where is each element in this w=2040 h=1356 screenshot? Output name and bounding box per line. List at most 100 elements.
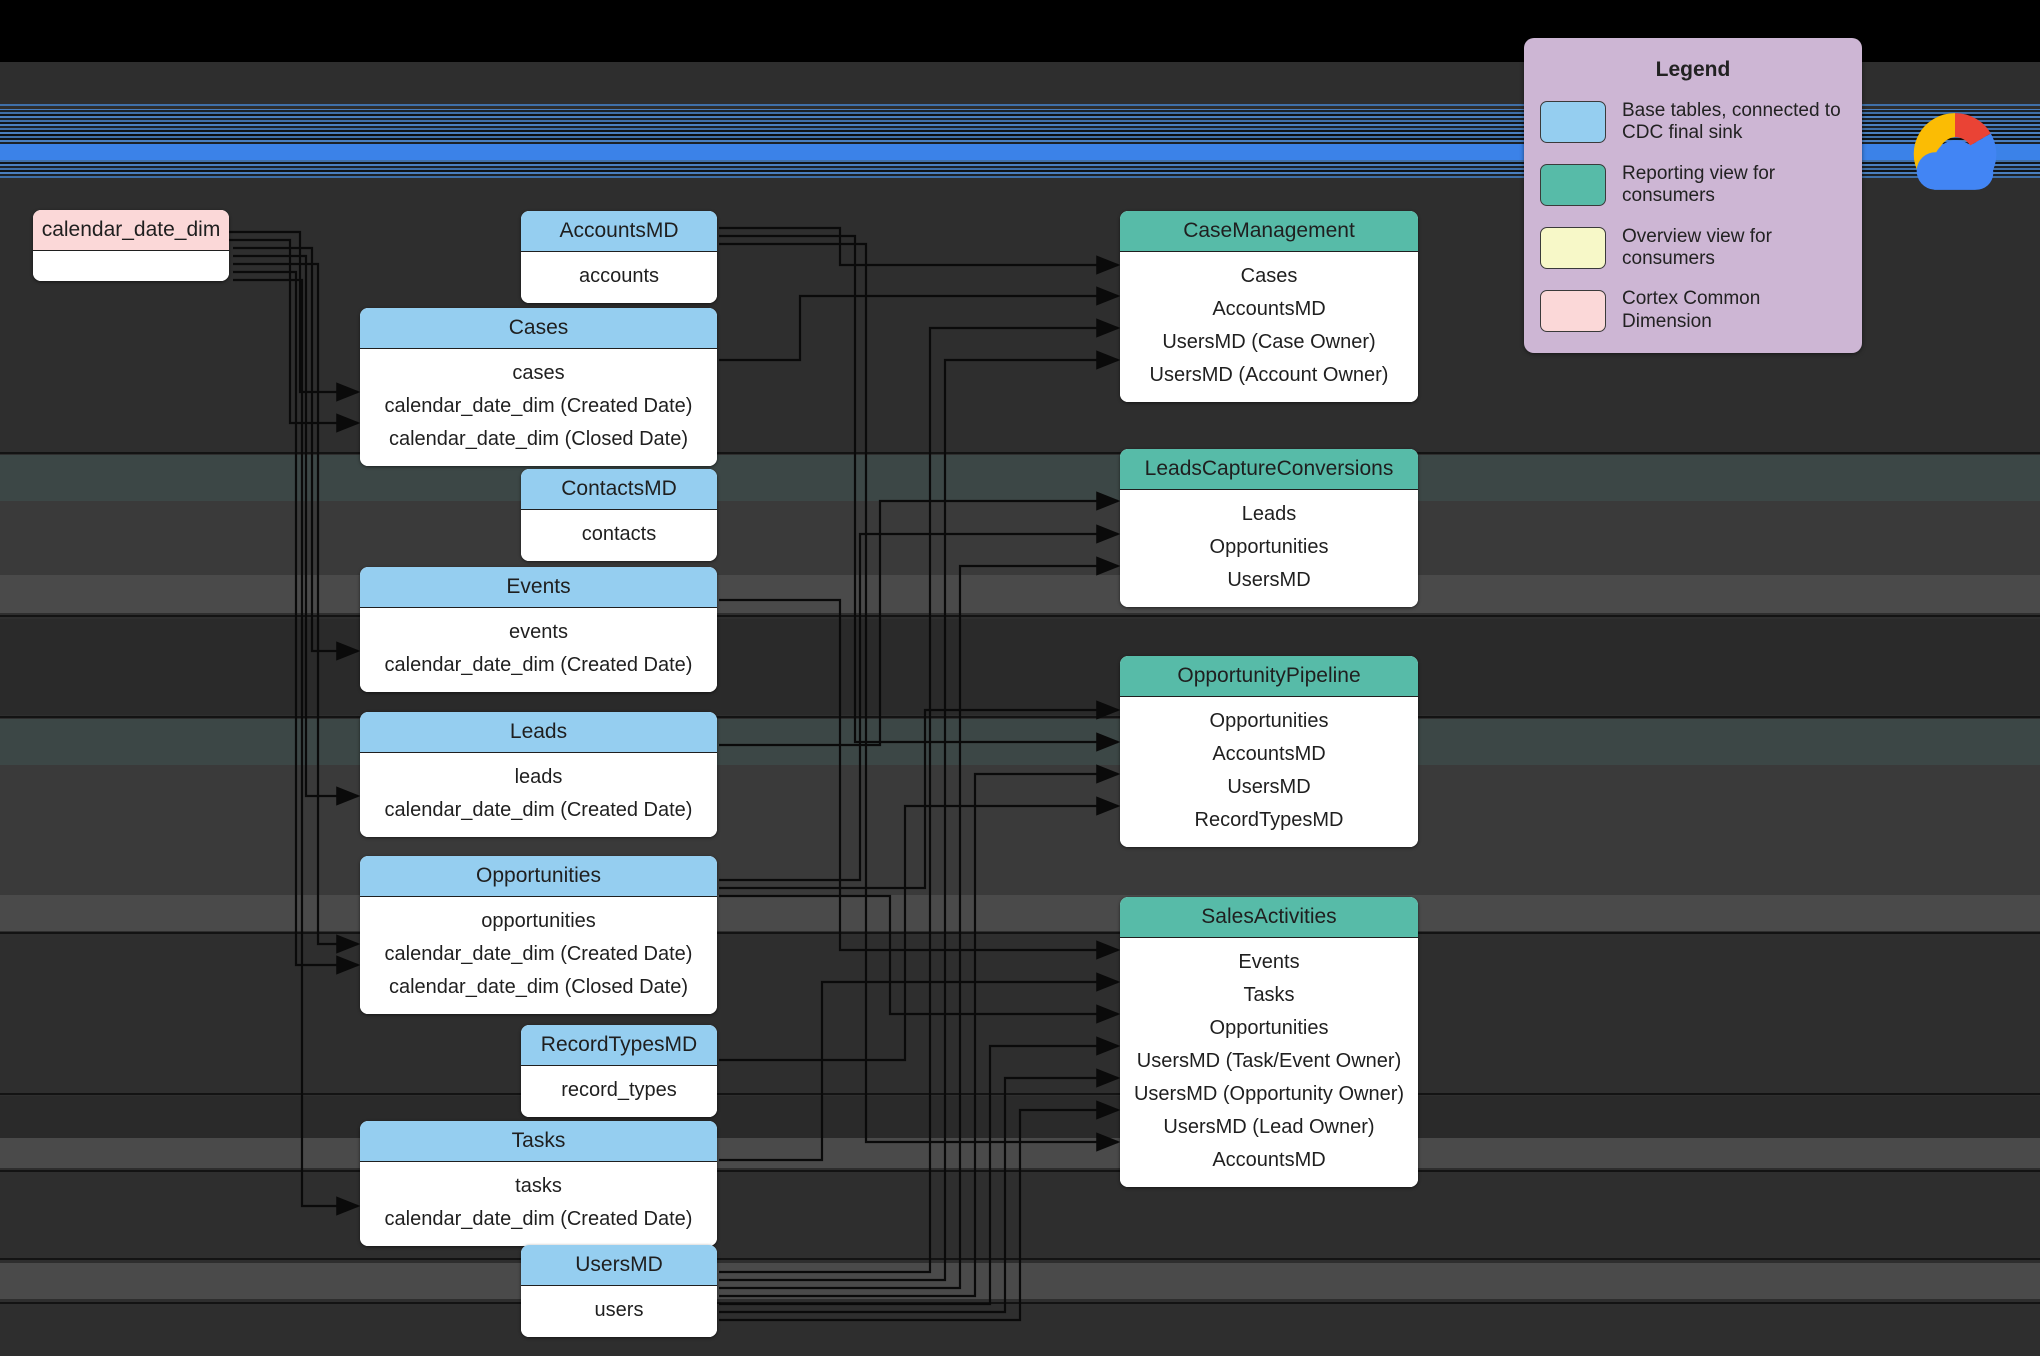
legend-rows: Base tables, connected to CDC final sink… [1540,100,1846,333]
entity-title: Leads [360,712,717,753]
entity-body: contacts [521,510,717,561]
entity-field: RecordTypesMD [1194,809,1344,831]
legend-item-reporting-view: Reporting view for consumers [1540,163,1846,208]
background-band [0,1138,2040,1168]
background-band [0,719,2040,765]
legend-title: Legend [1655,58,1731,81]
legend-label: Reporting view for consumers [1622,162,1776,207]
entity-body: users [521,1286,717,1337]
entity-field: accounts [578,265,660,287]
entity-field: UsersMD (Opportunity Owner) [1133,1083,1405,1105]
entity-title: AccountsMD [521,211,717,252]
background-rule [0,932,2040,934]
entity-field: calendar_date_dim (Closed Date) [388,976,689,998]
entity-box-ContactsMD[interactable]: ContactsMD contacts [521,469,717,561]
legend-swatch-overview-view [1540,227,1606,270]
background-rule [0,1302,2040,1304]
entity-body: leads calendar_date_dim (Created Date) [360,753,717,837]
entity-box-UsersMD[interactable]: UsersMD users [521,1245,717,1337]
entity-body: tasks calendar_date_dim (Created Date) [360,1162,717,1246]
entity-field: Opportunities [1209,710,1329,732]
entity-field: calendar_date_dim (Created Date) [384,395,693,417]
entity-box-Cases[interactable]: Cases cases calendar_date_dim (Created Dat… [360,308,717,466]
entity-body: events calendar_date_dim (Created Date) [360,608,717,692]
entity-field: tasks [515,1175,562,1197]
entity-field: UsersMD (Lead Owner) [1163,1116,1375,1138]
entity-field: Opportunities [1209,536,1329,558]
entity-field: calendar_date_dim (Created Date) [384,1208,693,1230]
legend-label: Cortex Common Dimension [1622,288,1761,332]
entity-title: UsersMD [521,1245,717,1286]
legend-item-overview-view: Overview view for consumers [1540,226,1846,271]
entity-title: OpportunityPipeline [1120,656,1418,697]
entity-field: Opportunities [1209,1017,1329,1039]
background-band [0,765,2040,895]
background-band [0,1096,2040,1138]
entity-body [33,251,229,281]
entity-box-calendar_date_dim[interactable]: calendar_date_dim [33,210,229,281]
background-rule [0,1170,2040,1172]
entity-field: leads [514,766,563,788]
entity-field: UsersMD (Case Owner) [1162,331,1376,353]
entity-field: opportunities [481,910,596,932]
entity-title: ContactsMD [521,469,717,510]
legend-swatch-cortex-dimension [1540,289,1606,332]
entity-field: contacts [581,523,657,545]
entity-field: calendar_date_dim (Closed Date) [388,428,689,450]
background-rule [0,615,2040,617]
entity-box-AccountsMD[interactable]: AccountsMD accounts [521,211,717,303]
entity-field: UsersMD [1227,776,1311,798]
entity-title: CaseManagement [1120,211,1418,252]
entity-title: Events [360,567,717,608]
entity-title: calendar_date_dim [33,210,229,251]
entity-title: RecordTypesMD [521,1025,717,1066]
entity-body: opportunities calendar_date_dim (Created … [360,897,717,1014]
entity-field: Cases [1240,265,1298,287]
entity-field: cases [512,362,565,384]
entity-box-Events[interactable]: Events events calendar_date_dim (Created D… [360,567,717,692]
background-band [0,619,2040,715]
legend-label: Base tables, connected to CDC final sink [1622,100,1841,144]
entity-field: Events [1238,951,1300,973]
entity-field: UsersMD [1227,569,1311,591]
entity-field: calendar_date_dim (Created Date) [384,943,693,965]
legend-swatch-base-table [1540,101,1606,144]
entity-body: record_types [521,1066,717,1117]
entity-title: SalesActivities [1120,897,1418,938]
entity-field: calendar_date_dim (Created Date) [384,654,693,676]
entity-title: Cases [360,308,717,349]
background-band [0,895,2040,931]
entity-box-Leads[interactable]: Leads leads calendar_date_dim (Created Dat… [360,712,717,837]
entity-title: LeadsCaptureConversions [1120,449,1418,490]
background-rule [0,452,2040,454]
entity-field: events [509,621,568,643]
legend-panel: Legend Base tables, connected to CDC fin… [1524,38,1862,354]
legend-swatch-reporting-view [1540,164,1606,207]
legend-label: Overview view for consumers [1622,225,1772,270]
background-rule [0,1093,2040,1095]
entity-field: users [594,1299,644,1321]
legend-item-cortex-dimension: Cortex Common Dimension [1540,288,1846,333]
entity-field: UsersMD (Account Owner) [1149,364,1389,386]
entity-body: accounts [521,252,717,303]
entity-field: Leads [1241,503,1297,525]
entity-field: AccountsMD [1212,743,1326,765]
entity-field: UsersMD (Task/Event Owner) [1136,1050,1402,1072]
background-band [0,501,2040,575]
legend-item-base-table: Base tables, connected to CDC final sink [1540,100,1846,145]
entity-field: calendar_date_dim (Created Date) [384,799,693,821]
background-rule [0,716,2040,718]
background-band [0,455,2040,501]
